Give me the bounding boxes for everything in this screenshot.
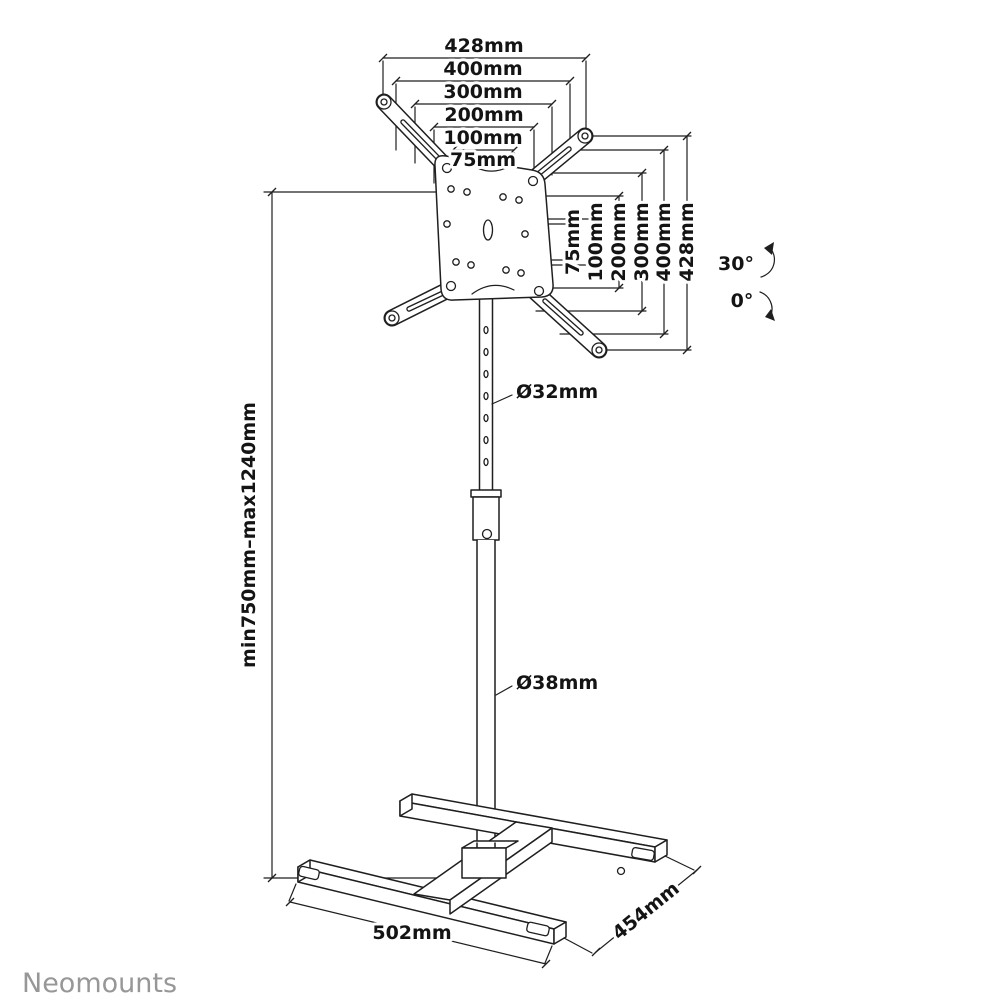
vesa-plate-assembly [375, 93, 608, 493]
pole-diameter-32-label: Ø32mm [516, 381, 598, 403]
dim-100-top: 100mm [443, 127, 522, 149]
base-width-label: 502mm [372, 922, 451, 944]
dim-428-top: 428mm [444, 35, 523, 57]
vesa-plate [434, 154, 554, 301]
base-width-dimension [285, 883, 553, 969]
base-assembly [285, 793, 702, 969]
dim-400-top: 400mm [443, 58, 522, 80]
tilt-angle-indicators [759, 242, 776, 321]
right-dimension-stack [521, 131, 692, 355]
center-slot [482, 219, 494, 241]
dim-200-top: 200mm [444, 104, 523, 126]
mounting-arm-bottom-right [524, 281, 608, 359]
pole-assembly [470, 394, 513, 846]
front-foot-pad-left [298, 865, 320, 881]
upper-pole [478, 239, 494, 493]
dim-75-right: 75mm [562, 209, 584, 275]
dim-400-right: 400mm [653, 202, 675, 281]
rear-foot-screw [616, 866, 626, 876]
tilt-0-label: 0° [731, 290, 754, 312]
pole-collar [470, 489, 502, 541]
dim-100-right: 100mm [585, 202, 607, 281]
lower-pole [476, 539, 496, 846]
dim-200-right: 200mm [608, 202, 630, 281]
dim-428-right: 428mm [676, 202, 698, 281]
tilt-30-label: 30° [718, 253, 754, 275]
base-depth-label: 454mm [608, 878, 683, 945]
dim-300-right: 300mm [631, 202, 653, 281]
diameter-38-leader [495, 685, 513, 696]
collar-knob [481, 528, 493, 540]
front-foot-pad-right [526, 921, 550, 937]
diameter-32-leader [491, 394, 513, 405]
tilt-arrow-up [760, 248, 776, 278]
pole-mount-block [461, 840, 519, 879]
rear-foot-pad [631, 846, 655, 862]
dim-300-top: 300mm [443, 81, 522, 103]
base-depth-dimension [563, 855, 702, 957]
pole-diameter-38-label: Ø38mm [516, 672, 598, 694]
neomounts-logo: Neomounts [22, 968, 177, 999]
dim-75-top: 75mm [450, 149, 516, 171]
height-range-label: min750mm–max1240mm [238, 402, 260, 668]
